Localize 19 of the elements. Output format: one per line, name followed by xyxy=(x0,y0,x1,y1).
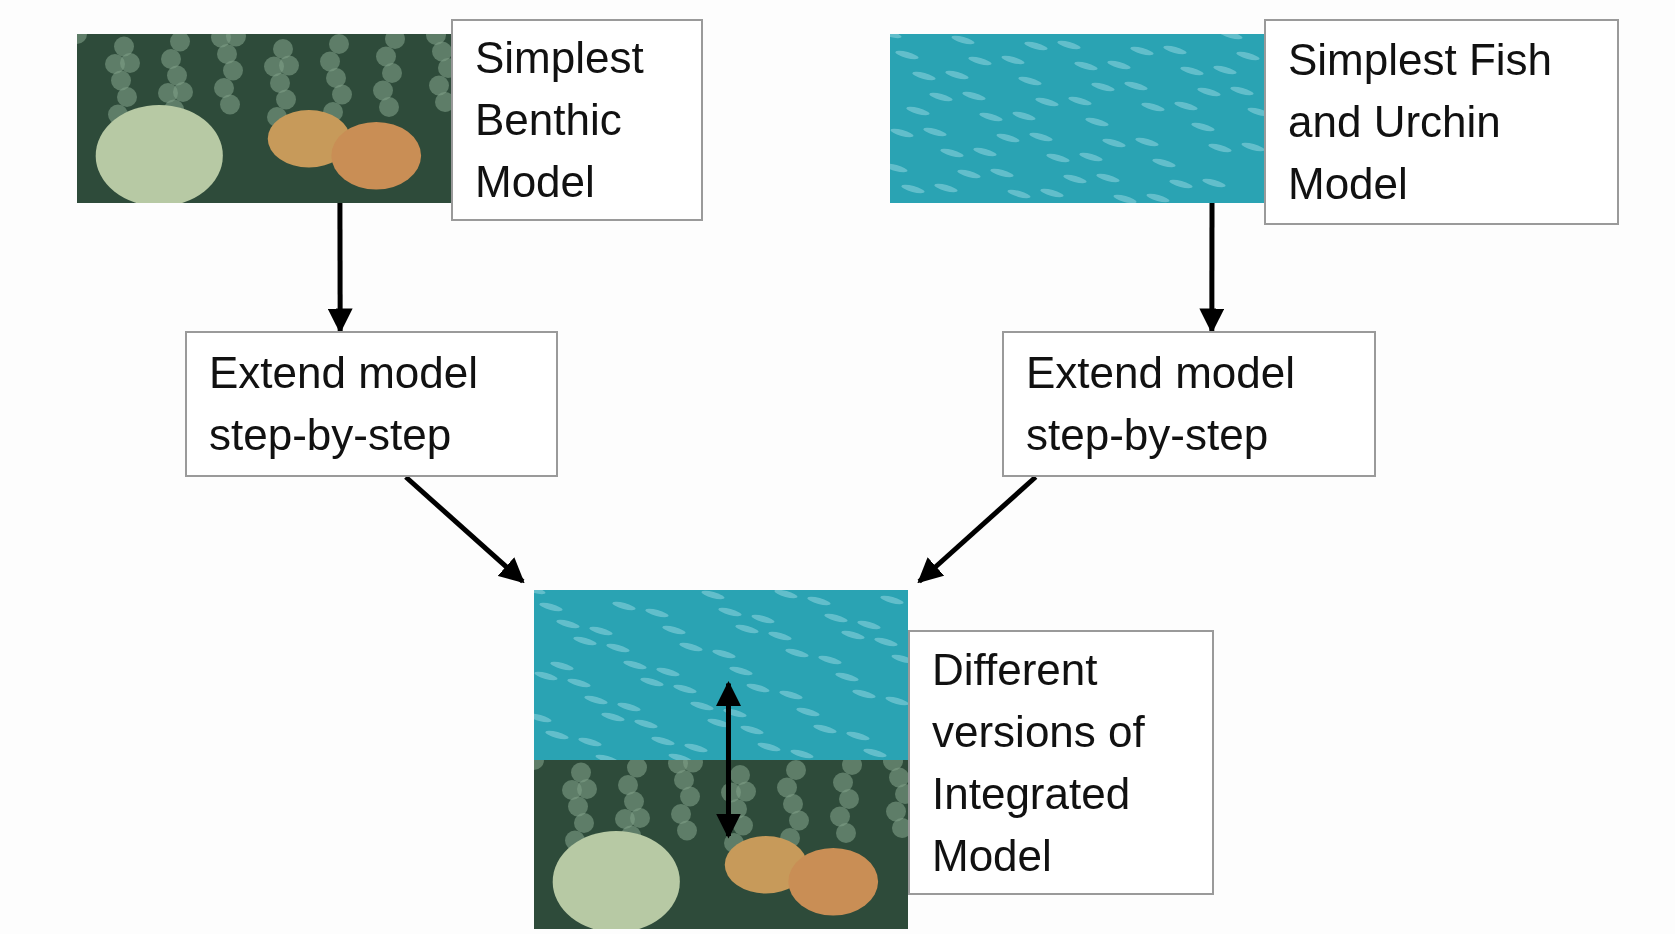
arrow xyxy=(917,475,1038,584)
coral-reef-photo-placeholder xyxy=(77,34,451,203)
box-label: Simplest Fish and Urchin Model xyxy=(1288,34,1554,210)
text-box xyxy=(451,19,703,221)
box-label: Extend model step-by-step xyxy=(1026,347,1297,461)
fish-school-photo-placeholder xyxy=(534,590,908,760)
text-box xyxy=(908,630,1214,895)
text-box xyxy=(1002,331,1376,477)
box-label: Simplest Benthic Model xyxy=(475,32,645,208)
arrow xyxy=(404,475,525,584)
fish-school-photo-placeholder xyxy=(890,34,1264,203)
coral-reef-photo-placeholder xyxy=(534,760,908,929)
arrow xyxy=(716,681,741,839)
box-label: Extend model step-by-step xyxy=(209,347,480,461)
text-box xyxy=(1264,19,1619,225)
arrow xyxy=(1199,203,1225,334)
box-label: Different versions of Integrated Model xyxy=(932,643,1146,882)
arrow xyxy=(327,203,353,334)
text-box xyxy=(185,331,558,477)
